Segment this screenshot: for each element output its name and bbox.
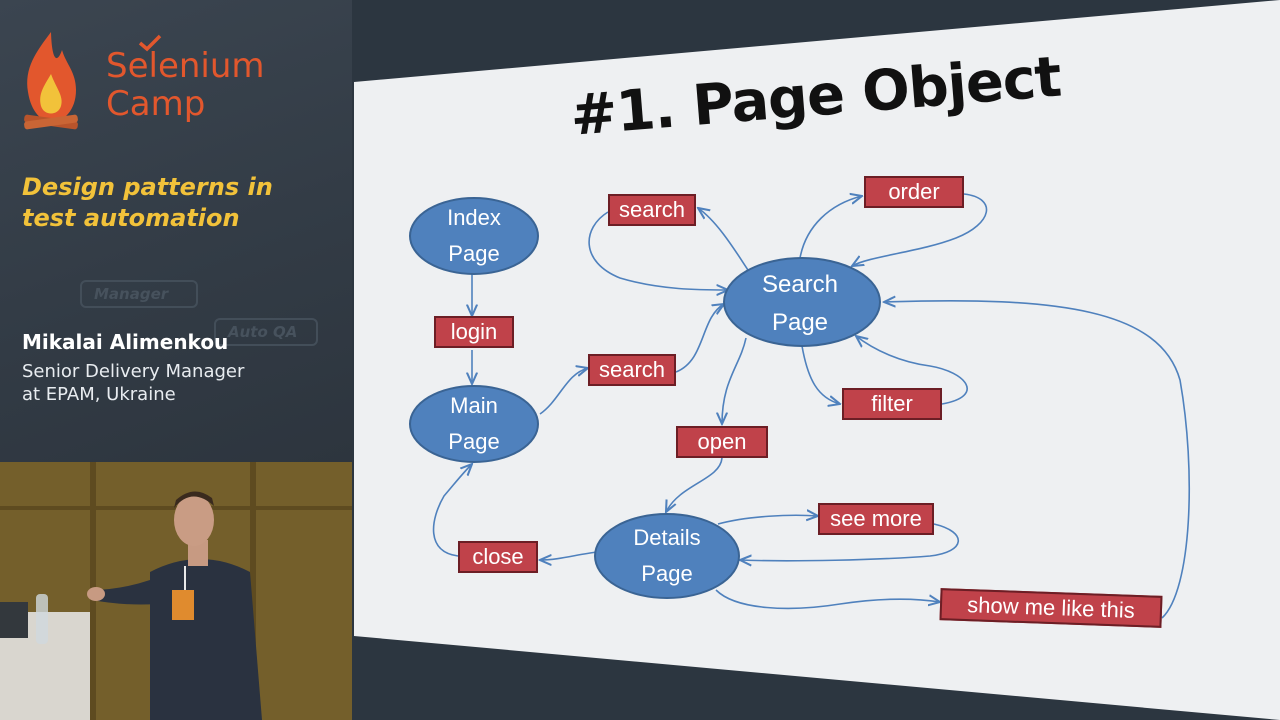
edge-searchpage-to-search: [698, 208, 749, 271]
node-index-page: [409, 197, 539, 275]
node-search-page: [723, 257, 881, 347]
action-close: close: [458, 541, 538, 573]
node-search-label: Search Page: [740, 266, 860, 342]
node-index-label-line1: Index: [447, 205, 501, 230]
node-main-label-line1: Main: [450, 393, 498, 418]
decor-tag-autoqa: Auto QA: [214, 318, 318, 346]
node-main-page: [409, 385, 539, 463]
action-login: login: [434, 316, 514, 348]
edge-filter-loop-back: [856, 336, 968, 405]
edge-search-loop-back: [588, 211, 728, 290]
edge-details-to-seemore: [717, 515, 818, 525]
edge-order-loop-back: [852, 193, 988, 266]
node-search-label-line1: Search: [761, 271, 839, 298]
speaker-figure: [0, 462, 352, 720]
edge-details-to-close: [540, 551, 599, 560]
node-search-label-line2: Page: [771, 309, 829, 336]
speaker-role-line1: Senior Delivery Manager: [22, 361, 245, 382]
action-order: order: [864, 176, 964, 208]
node-details-label: Details Page: [612, 520, 722, 592]
action-filter: filter: [842, 388, 942, 420]
speaker-video: [0, 462, 352, 720]
node-index-label-line2: Page: [448, 241, 500, 266]
campfire-icon: [24, 32, 78, 130]
edge-searchpage-to-filter: [801, 345, 840, 404]
edge-showlike-to-searchpage: [884, 301, 1191, 619]
talk-title: Design patterns in test automation: [22, 172, 342, 234]
action-open: open: [676, 426, 768, 458]
edge-searchpage-to-open: [722, 337, 747, 424]
branding-panel: Manager Auto QA Selenium Camp Design pat…: [0, 0, 352, 462]
talk-title-line1: Design patterns in: [22, 173, 273, 201]
speaker-name: Mikalai Alimenkou: [22, 330, 229, 354]
logo-text-selenium: Selenium: [106, 46, 265, 86]
talk-title-line2: test automation: [22, 204, 240, 232]
decor-tag-manager: Manager: [80, 280, 198, 308]
action-search-main: search: [588, 354, 676, 386]
node-main-label-line2: Page: [448, 429, 500, 454]
edge-close-to-main: [432, 464, 472, 557]
edge-searchpage-to-order: [799, 196, 862, 259]
node-details-page: [594, 513, 740, 599]
action-search-loop: search: [608, 194, 696, 226]
edge-seemore-loop-back: [740, 523, 960, 561]
action-see-more: see more: [818, 503, 934, 535]
node-details-label-line2: Page: [641, 561, 693, 586]
logo-text-camp: Camp: [106, 84, 206, 124]
edge-main-to-search: [539, 368, 588, 415]
edge-open-to-details: [666, 457, 723, 512]
speaker-role-line2: at EPAM, Ukraine: [22, 384, 176, 405]
slide-surface: [354, 0, 1280, 720]
logo-checkmark-icon: [138, 34, 162, 52]
node-main-label: Main Page: [424, 388, 524, 460]
edge-search-to-searchpage: [675, 304, 724, 373]
node-details-label-line1: Details: [633, 525, 701, 550]
node-index-label: Index Page: [424, 200, 524, 272]
diagram-connectors: [432, 193, 1191, 619]
edge-details-to-showlike: [715, 589, 940, 610]
